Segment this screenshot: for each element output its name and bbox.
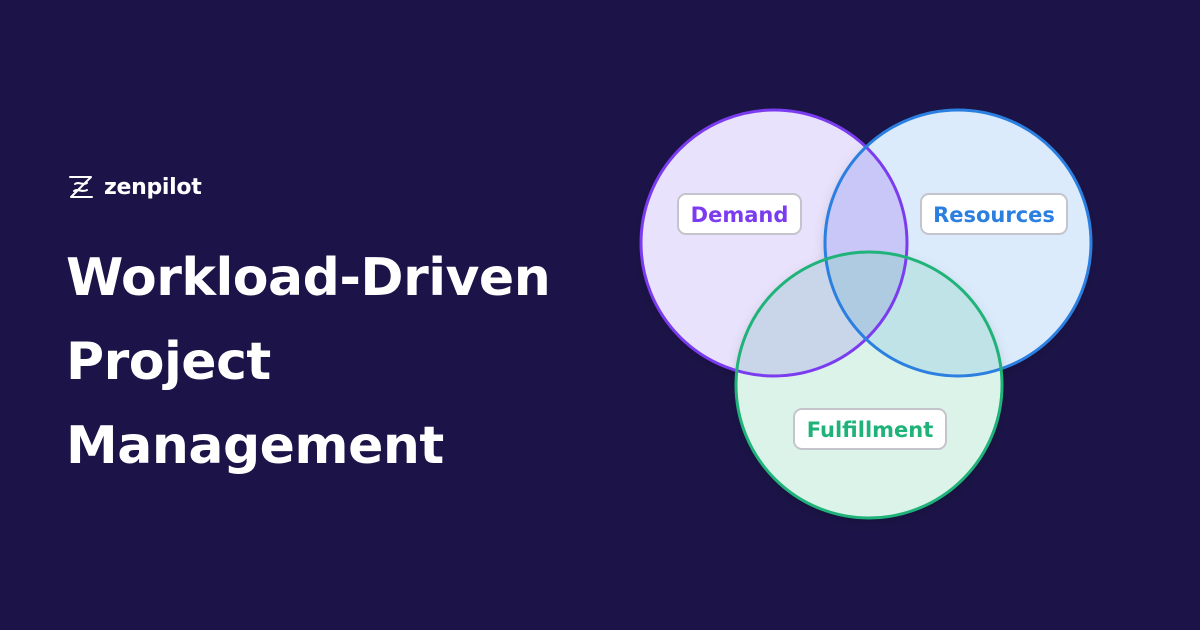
demand-label: Demand (677, 193, 802, 235)
overlap-demand-fulfillment (736, 252, 907, 376)
zenpilot-logo-icon (66, 172, 96, 202)
demand-label-text: Demand (691, 203, 789, 227)
fulfillment-circle-outline (734, 250, 1004, 520)
title-line-2: Project (66, 332, 271, 392)
resources-circle-outline (823, 108, 1093, 378)
brand-logo: zenpilot (66, 172, 202, 202)
venn-diagram: Demand Resources Fulfillment (639, 108, 1093, 520)
fulfillment-label-text: Fulfillment (807, 418, 934, 442)
overlap-resources-fulfillment (825, 252, 1002, 376)
brand-name: zenpilot (104, 174, 202, 200)
demand-circle-outline (639, 108, 909, 378)
fulfillment-label-box (793, 408, 947, 450)
resources-label: Resources (920, 193, 1068, 235)
title-line-3: Management (66, 416, 444, 476)
demand-label-box (677, 193, 802, 235)
title-line-1: Workload-Driven (66, 248, 551, 308)
resources-label-box (920, 193, 1068, 235)
resources-label-text: Resources (933, 203, 1055, 227)
page-title: Workload-Driven Project Management (66, 236, 551, 488)
fulfillment-label: Fulfillment (793, 408, 947, 450)
